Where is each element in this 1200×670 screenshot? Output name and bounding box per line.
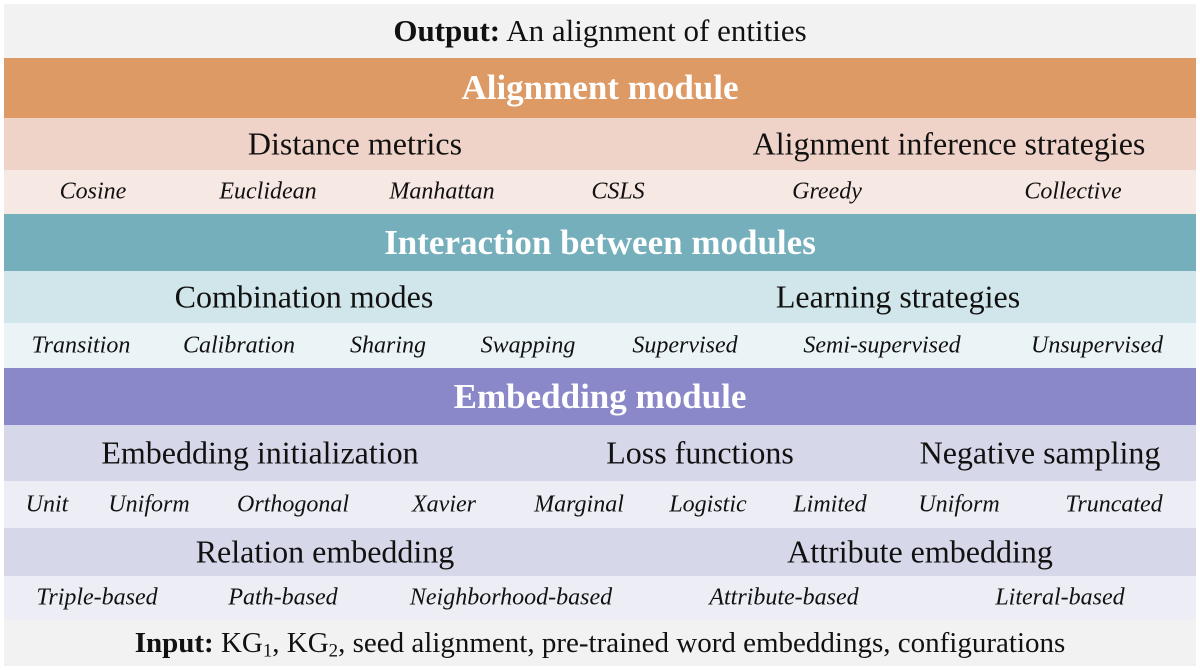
output-text: Output: An alignment of entities [393, 13, 806, 49]
item-greedy: Greedy [792, 178, 862, 205]
item-unit: Unit [25, 491, 69, 517]
embedding-items-row-1: Unit Uniform Orthogonal Xavier Marginal … [4, 481, 1196, 528]
kg2-label: KG [286, 626, 329, 659]
item-supervised: Supervised [632, 332, 738, 358]
group-negative-sampling: Negative sampling [919, 434, 1161, 471]
alignment-module-band: Alignment module [4, 58, 1196, 118]
framework-diagram: Output: An alignment of entities Alignme… [4, 4, 1196, 666]
item-collective: Collective [1024, 178, 1122, 205]
alignment-groups-row: Distance metrics Alignment inference str… [4, 118, 1196, 170]
item-orthogonal: Orthogonal [236, 491, 350, 517]
item-attribute-based: Attribute-based [709, 584, 859, 611]
input-text: Input: KG1, KG2, seed alignment, pre-tra… [134, 626, 1066, 662]
group-relation-embedding: Relation embedding [195, 533, 455, 570]
item-path-based: Path-based [228, 584, 338, 611]
embedding-module-title: Embedding module [453, 376, 747, 416]
item-csls: CSLS [591, 178, 645, 205]
item-manhattan: Manhattan [389, 178, 495, 205]
input-row: Input: KG1, KG2, seed alignment, pre-tra… [4, 620, 1196, 666]
item-calibration: Calibration [182, 332, 296, 358]
item-cosine: Cosine [59, 178, 127, 205]
group-alignment-inference-strategies: Alignment inference strategies [752, 125, 1146, 162]
item-limited: Limited [793, 491, 867, 517]
group-loss-functions: Loss functions [606, 434, 794, 471]
input-label: Input: [134, 626, 214, 659]
item-uniform-sampling: Uniform [918, 491, 1000, 517]
group-embedding-initialization: Embedding initialization [101, 434, 419, 471]
output-description: An alignment of entities [500, 13, 807, 48]
item-swapping: Swapping [480, 332, 576, 358]
item-unsupervised: Unsupervised [1031, 332, 1163, 358]
item-xavier: Xavier [412, 491, 476, 517]
embedding-items-row-2: Triple-based Path-based Neighborhood-bas… [4, 576, 1196, 620]
item-sharing: Sharing [349, 332, 427, 358]
item-triple-based: Triple-based [36, 584, 158, 611]
kg-separator: , [272, 626, 287, 659]
group-distance-metrics: Distance metrics [247, 125, 463, 162]
embedding-groups-row-1: Embedding initialization Loss functions … [4, 425, 1196, 481]
interaction-band: Interaction between modules [4, 214, 1196, 271]
output-label: Output: [393, 13, 501, 48]
item-uniform-init: Uniform [108, 491, 190, 517]
item-truncated: Truncated [1065, 491, 1163, 517]
kg1-subscript: 1 [262, 640, 273, 662]
embedding-module-band: Embedding module [4, 368, 1196, 425]
embedding-groups-row-2: Relation embedding Attribute embedding [4, 528, 1196, 576]
item-literal-based: Literal-based [995, 584, 1125, 611]
input-rest: , seed alignment, pre-trained word embed… [338, 626, 1066, 659]
item-transition: Transition [31, 332, 131, 358]
interaction-items-row: Transition Calibration Sharing Swapping … [4, 323, 1196, 368]
group-combination-modes: Combination modes [174, 278, 434, 315]
item-neighborhood-based: Neighborhood-based [409, 584, 613, 611]
item-marginal: Marginal [534, 491, 624, 517]
kg1-label: KG [220, 626, 263, 659]
interaction-groups-row: Combination modes Learning strategies [4, 271, 1196, 323]
group-learning-strategies: Learning strategies [775, 278, 1021, 315]
item-euclidean: Euclidean [219, 178, 317, 205]
alignment-module-title: Alignment module [461, 68, 739, 107]
alignment-items-row: Cosine Euclidean Manhattan CSLS Greedy C… [4, 170, 1196, 214]
group-attribute-embedding: Attribute embedding [787, 533, 1053, 570]
item-semi-supervised: Semi-supervised [803, 332, 961, 358]
item-logistic: Logistic [669, 491, 747, 517]
output-row: Output: An alignment of entities [4, 4, 1196, 58]
interaction-title: Interaction between modules [384, 222, 816, 262]
kg2-subscript: 2 [328, 640, 339, 662]
